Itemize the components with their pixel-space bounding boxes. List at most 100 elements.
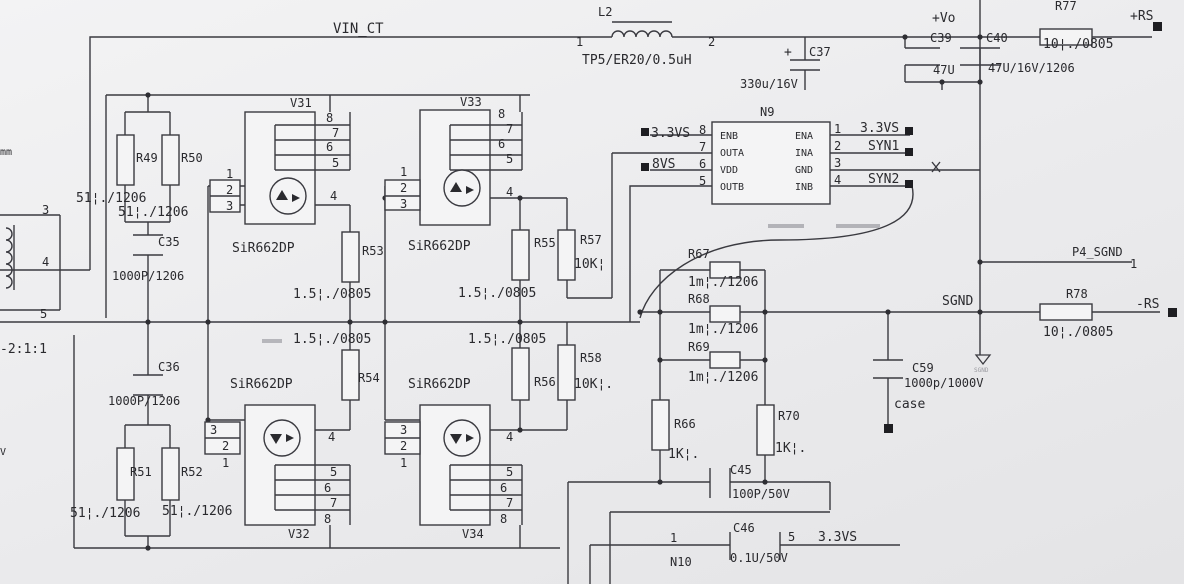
- n9-pin-enb: ENB: [720, 131, 738, 142]
- n9-ref: N9: [760, 105, 774, 119]
- v34-ref: V34: [462, 527, 484, 541]
- n9-pin1: 1: [834, 122, 841, 136]
- r57-value: 10K¦: [574, 257, 605, 272]
- resistors-upper-gate: R53 1.5¦./0805 R55 1.5¦./0805 R57 10K¦: [293, 229, 605, 302]
- v34-pin4: 4: [506, 430, 513, 444]
- r50-ref: R50: [181, 151, 203, 165]
- net-rs-neg: -RS: [1136, 297, 1159, 312]
- c36-value: 1000P/1206: [108, 394, 180, 408]
- v32-pin2: 2: [222, 439, 229, 453]
- r54-ref: R54: [358, 371, 380, 385]
- resistor-r77: R77 10¦./0805: [1039, 0, 1113, 52]
- v32-pin4: 4: [328, 430, 335, 444]
- resistors-sense: R67 1m¦./1206 R68 1m¦./1206 R69 1m¦./120…: [688, 247, 758, 385]
- v33-pin2: 2: [400, 181, 407, 195]
- rs-neg-pad: [1168, 308, 1177, 317]
- r52-ref: R52: [181, 465, 203, 479]
- v34-pin2: 2: [400, 439, 407, 453]
- mosfet-v32: SiR662DP 3 2 1 4 5 6 7 8 V32: [204, 377, 351, 541]
- v32-part: SiR662DP: [230, 377, 293, 392]
- p4-pin1: 1: [1130, 257, 1137, 271]
- v32-pin1: 1: [222, 456, 229, 470]
- v31-pin8: 8: [326, 111, 333, 125]
- capacitors-c39-c40: C39 C40 47U 47U/16V/1206: [905, 31, 1075, 77]
- r57-ref: R57: [580, 233, 602, 247]
- n10-pin5: 5: [788, 530, 795, 544]
- n9-pin6: 6: [699, 157, 706, 171]
- r49-ref: R49: [136, 151, 158, 165]
- r77-ref: R77: [1055, 0, 1077, 13]
- transformer-edge-bottom: V: [0, 447, 6, 458]
- mosfet-v31: V31 8 7 6 5 1 2 3 4 SiR662DP: [209, 96, 351, 256]
- v34-pin5: 5: [506, 465, 513, 479]
- c59-ref: C59: [912, 361, 934, 375]
- ground-icon: SGND: [974, 354, 992, 374]
- r50-value: 51¦./1206: [118, 205, 188, 220]
- v34-part: SiR662DP: [408, 377, 471, 392]
- n9-pin-vdd: VDD: [720, 165, 738, 176]
- r53-value: 1.5¦./0805: [293, 287, 371, 302]
- syn2-pad: [905, 180, 913, 188]
- r68-ref: R68: [688, 292, 710, 306]
- transformer-edge-top: mm: [0, 147, 12, 158]
- transformer-pin5: 5: [40, 307, 47, 321]
- l2-value: TP5/ER20/0.5uH: [582, 53, 692, 68]
- v8-pad: [641, 163, 649, 171]
- n9-pin-outb: OUTB: [720, 182, 744, 193]
- n9-pin2: 2: [834, 139, 841, 153]
- r67-value: 1m¦./1206: [688, 275, 758, 290]
- rs-pos-pad: [1153, 22, 1162, 31]
- mosfet-v33: V33 8 7 6 5 1 2 3 4 SiR662DP: [384, 95, 523, 254]
- v33-part: SiR662DP: [408, 239, 471, 254]
- v31-pin7: 7: [332, 126, 339, 140]
- v33-pin1: 1: [400, 165, 407, 179]
- r78-value: 10¦./0805: [1043, 325, 1113, 340]
- r77-value: 10¦./0805: [1043, 37, 1113, 52]
- v33-left-pad: [641, 128, 649, 136]
- capacitor-c59: C59 1000p/1000V case: [873, 359, 983, 433]
- r54-value: 1.5¦./0805: [293, 332, 371, 347]
- c37-value: 330u/16V: [740, 77, 798, 91]
- c35-value: 1000P/1206: [112, 269, 184, 283]
- r70-ref: R70: [778, 409, 800, 423]
- r53-ref: R53: [362, 244, 384, 258]
- v31-pin1: 1: [226, 167, 233, 181]
- c40-ref: C40: [986, 31, 1008, 45]
- ground-label: SGND: [974, 367, 989, 374]
- r66-ref: R66: [674, 417, 696, 431]
- v31-part: SiR662DP: [232, 241, 295, 256]
- capacitor-c45: C45 100P/50V: [709, 463, 790, 501]
- r55-ref: R55: [534, 236, 556, 250]
- n9-pin-ina: INA: [795, 148, 813, 159]
- n9-pin-gnd: GND: [795, 165, 813, 176]
- v34-pin7: 7: [506, 496, 513, 510]
- transformer-pin3: 3: [42, 203, 49, 217]
- junctions: [145, 34, 983, 551]
- v31-pin5: 5: [332, 156, 339, 170]
- capacitor-c37: + C37 330u/16V: [740, 45, 831, 91]
- v32-ref: V32: [288, 527, 310, 541]
- l2-ref: L2: [598, 5, 612, 19]
- net-p4-sgnd: P4_SGND: [1072, 245, 1123, 259]
- ic-n10: 1 5 N10 3.3VS: [670, 530, 857, 569]
- r70-value: 1K¦.: [775, 441, 806, 456]
- mosfet-v34: SiR662DP 3 2 1 4 5 6 7 8 V34: [384, 377, 523, 541]
- net-syn2: SYN2: [868, 172, 899, 187]
- v32-pin7: 7: [330, 496, 337, 510]
- v32-pin5: 5: [330, 465, 337, 479]
- net-vo: +Vo: [932, 11, 955, 26]
- v31-pin2: 2: [226, 183, 233, 197]
- v33-pin6: 6: [498, 137, 505, 151]
- c36-ref: C36: [158, 360, 180, 374]
- v31-pin4: 4: [330, 189, 337, 203]
- v33-pin8: 8: [498, 107, 505, 121]
- c39-ref: C39: [930, 31, 952, 45]
- transformer-ratio: -2:1:1: [0, 342, 47, 357]
- l2-pin1: 1: [576, 35, 583, 49]
- n10-pin1: 1: [670, 531, 677, 545]
- c45-ref: C45: [730, 463, 752, 477]
- c46-ref: C46: [733, 521, 755, 535]
- v32-pin3: 3: [210, 423, 217, 437]
- ic-n9: N9 ENB OUTA VDD OUTB 8 7 6 5 ENA INA GND…: [699, 105, 880, 228]
- v34-pin8: 8: [500, 512, 507, 526]
